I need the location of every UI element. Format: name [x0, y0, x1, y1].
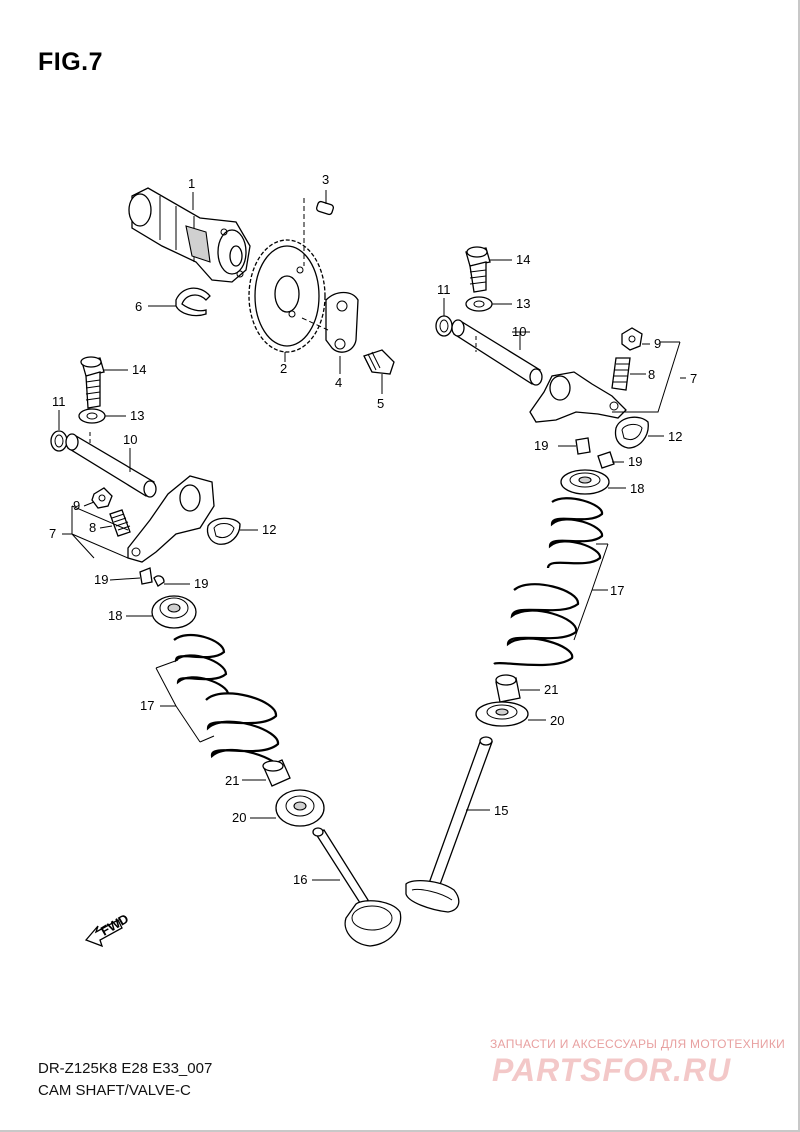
callout-left-8: 8	[89, 520, 96, 535]
callout-left-18: 18	[108, 608, 122, 623]
callout-right-8: 8	[648, 367, 655, 382]
callout-right-19a: 19	[534, 438, 548, 453]
right-adjust-nut-part[interactable]	[621, 327, 643, 351]
right-stem-seal-part[interactable]	[495, 674, 521, 703]
exhaust-valve-part[interactable]	[312, 827, 402, 947]
right-adjust-screw-part[interactable]	[611, 357, 631, 391]
left-washer-part[interactable]	[78, 408, 106, 424]
retaining-plate-part[interactable]	[325, 291, 359, 353]
circlip-part[interactable]	[175, 287, 211, 317]
left-stem-seal-part[interactable]	[262, 759, 291, 787]
right-spring-seat-part[interactable]	[475, 701, 529, 727]
callout-left-17: 17	[140, 698, 154, 713]
callout-left-7: 7	[49, 526, 56, 541]
left-adjust-nut-part[interactable]	[91, 487, 113, 509]
right-cotter-b-part[interactable]	[597, 451, 615, 469]
left-adjust-screw-part[interactable]	[109, 509, 131, 537]
section-name: CAM SHAFT/VALVE-C	[38, 1082, 191, 1099]
callout-right-12: 12	[668, 429, 682, 444]
right-outer-spring-part[interactable]	[493, 583, 580, 667]
callout-right-13: 13	[516, 296, 530, 311]
figure-title: FIG.7	[38, 48, 104, 76]
left-cotter-b-part[interactable]	[153, 575, 165, 587]
left-spring-retainer-part[interactable]	[151, 595, 197, 629]
callout-6: 6	[135, 299, 142, 314]
left-inner-spring-part[interactable]	[173, 634, 230, 695]
callout-left-11: 11	[52, 394, 66, 409]
leader-lines	[58, 190, 686, 881]
left-cotter-a-part[interactable]	[139, 567, 153, 585]
watermark-tagline: ЗАПЧАСТИ И АКСЕССУАРЫ ДЛЯ МОТОТЕХНИКИ	[490, 1037, 786, 1051]
callout-4: 4	[335, 375, 342, 390]
camshaft-part[interactable]	[128, 187, 251, 283]
callout-right-20: 20	[550, 713, 564, 728]
callout-right-10: 10	[512, 324, 526, 339]
callout-2: 2	[280, 361, 287, 376]
bolt-part[interactable]	[363, 349, 395, 375]
left-rocker-arm-part[interactable]	[127, 475, 215, 563]
right-rocker-pad-part[interactable]	[614, 416, 649, 449]
callout-3: 3	[322, 172, 329, 187]
callout-right-9: 9	[654, 336, 661, 351]
callout-left-14: 14	[132, 362, 146, 377]
callout-right-19b: 19	[628, 454, 642, 469]
intake-valve-part[interactable]	[405, 736, 493, 913]
callout-right-18: 18	[630, 481, 644, 496]
right-rocker-shaft-part[interactable]	[451, 319, 543, 386]
callout-right-14: 14	[516, 252, 530, 267]
left-rocker-bolt-part[interactable]	[80, 356, 105, 409]
callout-left-19b: 19	[194, 576, 208, 591]
left-rocker-shaft-part[interactable]	[65, 433, 157, 498]
right-cotter-a-part[interactable]	[575, 437, 591, 455]
callout-right-17: 17	[610, 583, 624, 598]
dowel-pin-part[interactable]	[315, 200, 335, 216]
right-washer-part[interactable]	[465, 296, 493, 312]
callout-left-9: 9	[73, 498, 80, 513]
forward-arrow-icon: FWD	[84, 911, 131, 948]
callout-left-21: 21	[225, 773, 239, 788]
callout-5: 5	[377, 396, 384, 411]
callout-left-13: 13	[130, 408, 144, 423]
callout-right-21: 21	[544, 682, 558, 697]
watermark-logo: PARTSFOR.RU	[492, 1052, 732, 1088]
callout-1: 1	[188, 176, 195, 191]
callout-15: 15	[494, 803, 508, 818]
right-spring-retainer-part[interactable]	[560, 469, 610, 495]
callout-left-12: 12	[262, 522, 276, 537]
right-inner-spring-part[interactable]	[546, 497, 604, 569]
model-code: DR-Z125K8 E28 E33_007	[38, 1060, 213, 1077]
left-o-ring-part[interactable]	[50, 430, 68, 452]
left-outer-spring-part[interactable]	[205, 692, 282, 771]
callout-right-7: 7	[690, 371, 697, 386]
callout-left-19a: 19	[94, 572, 108, 587]
callout-16: 16	[293, 872, 307, 887]
forward-arrow-label: FWD	[98, 911, 131, 939]
right-rocker-bolt-part[interactable]	[465, 246, 491, 293]
left-rocker-pad-part[interactable]	[206, 517, 241, 545]
left-spring-seat-part[interactable]	[275, 789, 325, 827]
callout-labels: 1 3 6 2 4 5 14 13 11 10 9 8 7 12 19 19 1…	[49, 172, 697, 887]
callout-right-11: 11	[437, 282, 451, 297]
callout-left-20: 20	[232, 810, 246, 825]
callout-left-10: 10	[123, 432, 137, 447]
right-rocker-arm-part[interactable]	[529, 371, 627, 423]
right-o-ring-part[interactable]	[435, 315, 453, 337]
cam-sprocket-part[interactable]	[248, 239, 326, 353]
